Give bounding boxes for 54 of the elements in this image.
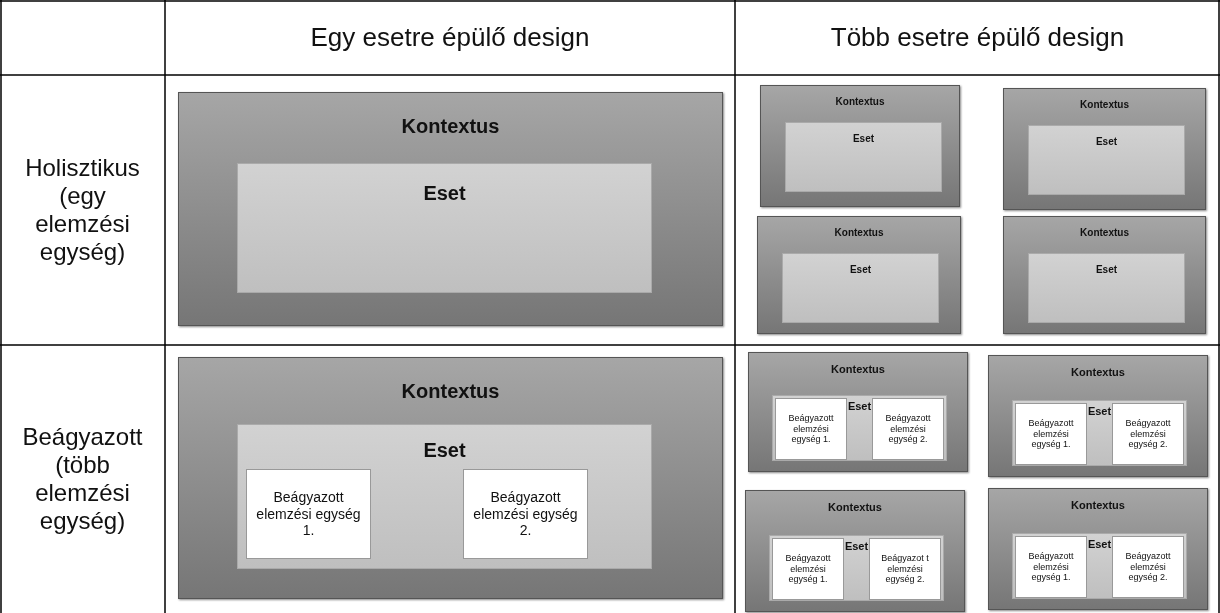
box-title: Eset [843, 540, 870, 552]
context-box [1003, 88, 1206, 210]
box-title: Kontextus [1070, 366, 1126, 378]
box-title: Eset [1094, 136, 1119, 147]
box-title: Kontextus [833, 227, 885, 238]
box-title: Eset [848, 264, 873, 275]
context-box [760, 85, 960, 207]
unit-box: Beágyazott elemzési egység 1. [775, 398, 847, 460]
case-box [1012, 400, 1187, 466]
unit-box: Beágyazott elemzési egység 1. [1015, 403, 1087, 465]
box-title: Kontextus [1079, 99, 1130, 110]
context-box [748, 352, 968, 472]
box-title: Kontextus [830, 363, 886, 375]
box-title: Kontextus [400, 115, 501, 138]
box-title: Kontextus [1070, 499, 1126, 511]
case-box [785, 122, 942, 192]
box-title: Eset [851, 133, 876, 144]
unit-box: Beágyazott elemzési egység 2. [1112, 403, 1184, 465]
unit-box: Beágyazott elemzési egység 2. [463, 469, 588, 559]
unit-box: Beágyazott elemzési egység 1. [1015, 536, 1087, 598]
case-box [237, 163, 652, 293]
box-title: Kontextus [400, 380, 501, 403]
case-box [1028, 125, 1185, 195]
box-title: Eset [1094, 264, 1119, 275]
context-box [757, 216, 961, 334]
box-title: Kontextus [1079, 227, 1130, 238]
unit-box: Beágyazott elemzési egység 2. [1112, 536, 1184, 598]
box-title: Eset [846, 400, 873, 412]
case-box [782, 253, 939, 323]
case-box [769, 535, 944, 601]
unit-box: Beágyazott elemzési egység 1. [772, 538, 844, 600]
box-title: Kontextus [827, 501, 883, 513]
context-box [745, 490, 965, 612]
context-box [988, 355, 1208, 477]
case-box [1012, 533, 1187, 599]
case-box [772, 395, 947, 461]
unit-box: Beágyazot t elemzési egység 2. [869, 538, 941, 600]
unit-box: Beágyazott elemzési egység 2. [872, 398, 944, 460]
case-box [237, 424, 652, 569]
box-title: Kontextus [834, 96, 886, 107]
box-title: Eset [422, 182, 467, 205]
context-box [1003, 216, 1206, 334]
unit-box: Beágyazott elemzési egység 1. [246, 469, 371, 559]
row-header: Holisztikus (egy elemzési egység) [24, 154, 141, 266]
box-title: Eset [1086, 405, 1113, 417]
context-box [178, 92, 723, 326]
column-header: Egy esetre épülő design [310, 22, 590, 53]
row-header: Beágyazott (több elemzési egység) [21, 423, 144, 535]
box-title: Eset [1086, 538, 1113, 550]
context-box [988, 488, 1208, 610]
column-header: Több esetre épülő design [830, 22, 1125, 53]
box-title: Eset [422, 439, 467, 462]
context-box [178, 357, 723, 599]
case-box [1028, 253, 1185, 323]
